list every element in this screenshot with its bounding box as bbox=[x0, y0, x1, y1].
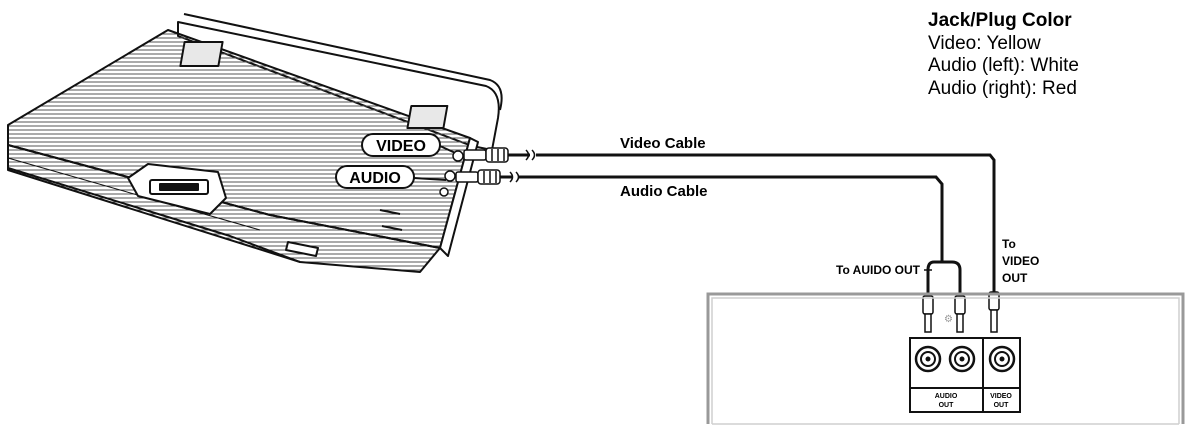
audio-port-label: AUDIO bbox=[335, 165, 447, 189]
legend-title: Jack/Plug Color bbox=[928, 10, 1072, 31]
player-jacks bbox=[439, 150, 464, 197]
tv-back-panel bbox=[706, 292, 1185, 425]
video-out-jack bbox=[988, 345, 1016, 373]
audio-port-label-text: AUDIO bbox=[349, 170, 401, 187]
audio-out-panel-line-1: AUDIO bbox=[935, 393, 958, 400]
panel-mark: ⚙ bbox=[944, 314, 953, 325]
video-out-panel-line-1: VIDEO bbox=[990, 393, 1012, 400]
video-out-pointer-line-3: OUT bbox=[1002, 271, 1028, 285]
jack-plug-color-legend: Jack/Plug Color Video: Yellow Audio (lef… bbox=[928, 10, 1079, 100]
video-port-label: VIDEO bbox=[361, 133, 463, 157]
legend-line-video: Video: Yellow bbox=[928, 32, 1041, 54]
audio-out-panel-line-2: OUT bbox=[939, 402, 955, 409]
legend-line-audio-left: Audio (left): White bbox=[928, 55, 1079, 76]
video-out-pointer-line-2: VIDEO bbox=[1002, 254, 1039, 268]
legend-line-audio-right: Audio (right): Red bbox=[928, 77, 1077, 99]
audio-out-left-jack bbox=[914, 345, 942, 373]
audio-cable-plug-player bbox=[455, 169, 501, 185]
tv-end-plugs bbox=[922, 291, 1000, 333]
video-out-pointer-line-1: To bbox=[1002, 237, 1016, 251]
audio-cable bbox=[500, 171, 962, 296]
audio-cable-label: Audio Cable bbox=[620, 183, 708, 200]
video-cable-label: Video Cable bbox=[620, 135, 706, 152]
audio-out-right-jack bbox=[948, 345, 976, 373]
video-cable-plug-player bbox=[463, 147, 509, 163]
video-cable bbox=[508, 149, 996, 292]
video-port-label-text: VIDEO bbox=[376, 138, 426, 155]
audio-out-pointer-label: To AUIDO OUT bbox=[836, 263, 921, 277]
video-out-panel-line-2: OUT bbox=[994, 402, 1010, 409]
